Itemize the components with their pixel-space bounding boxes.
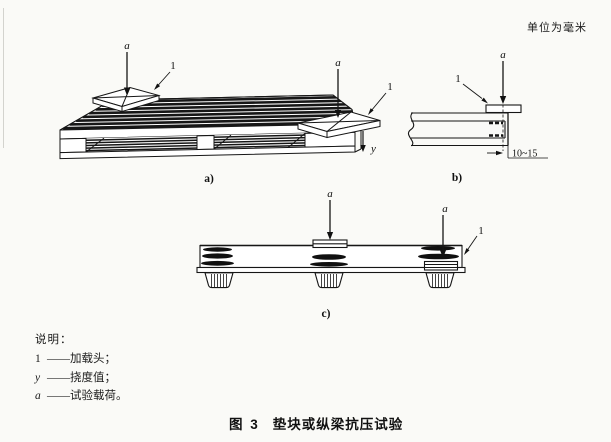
pallet-foot-left — [204, 272, 234, 289]
scan-edge-line — [3, 8, 4, 148]
legend-text: 加载头； — [70, 353, 116, 365]
label-deflection-y: y — [370, 143, 376, 155]
load-arrow-right — [334, 69, 342, 118]
loading-plate-left — [91, 86, 161, 113]
label-load-a-left: a — [124, 40, 130, 52]
figure-number: 图 3 — [229, 417, 260, 432]
subfigure-a-pallet-isometric — [59, 52, 387, 160]
loading-plate-section — [485, 104, 522, 114]
label-head-1-left: 1 — [170, 60, 176, 72]
load-arrow-end — [439, 215, 447, 258]
label-load-a-center: a — [327, 188, 333, 200]
pallet-foot-center — [314, 272, 344, 289]
label-head-1-right: 1 — [387, 81, 393, 93]
legend-symbol: 1 — [35, 353, 41, 365]
block-right-edge — [287, 133, 306, 148]
label-load-a-end: a — [442, 203, 448, 215]
figure-title: 垫块或纵梁抗压试验 — [272, 417, 404, 432]
label-load-a-section: a — [500, 49, 506, 61]
block-stack-center — [310, 254, 348, 267]
legend-item-deflection: y ——挠度值； — [35, 372, 128, 385]
legend-text: 试验载荷。 — [70, 390, 128, 402]
legend-separator: —— — [47, 371, 70, 384]
pallet-block-center — [196, 134, 215, 151]
subfigure-b-section — [407, 61, 548, 159]
legend-item-head: 1 ——加载头； — [35, 353, 128, 366]
subfigure-c-elevation — [196, 200, 478, 289]
subfigure-c-tag: c) — [322, 308, 331, 320]
pallet-block-left — [59, 137, 87, 154]
legend-symbol: a — [35, 390, 41, 402]
figure-3-diagram: a 1 a 1 y a) — [59, 40, 548, 320]
pallet-foot-right — [425, 272, 455, 289]
label-head-1-elevation: 1 — [478, 225, 484, 237]
top-deck-board-section — [411, 112, 508, 122]
block-stack-left — [201, 247, 234, 266]
block-center-edge — [213, 134, 232, 150]
loading-plate-right — [297, 111, 381, 139]
fastening-marks — [489, 121, 503, 137]
load-arrow-center — [326, 200, 334, 240]
label-load-a-right: a — [335, 57, 341, 69]
legend-text: 挠度值； — [70, 371, 116, 384]
dimension-10-15 — [487, 145, 548, 159]
load-arrow-left — [123, 52, 131, 96]
leader-head-section — [462, 83, 488, 104]
figure-caption: 图 3 垫块或纵梁抗压试验 — [229, 413, 403, 433]
leader-head-left — [154, 71, 171, 90]
dimension-text: 10~15 — [512, 149, 537, 160]
break-line — [407, 112, 415, 147]
label-head-1-section: 1 — [455, 73, 461, 85]
legend-item-load: a ——试验载荷。 — [35, 390, 128, 403]
block-stack-right — [418, 246, 459, 260]
legend-symbol: y — [35, 371, 41, 384]
subfigure-b-tag: b) — [452, 172, 462, 184]
block-left-edge — [85, 137, 105, 153]
leader-head-right — [368, 92, 387, 115]
legend: 说明： 1——加载头； y——挠度值； a——试验载荷。 — [35, 334, 128, 409]
loading-plate-under-deck — [423, 260, 459, 271]
load-arrow-section — [499, 61, 507, 104]
bottom-deck-board-section — [411, 137, 508, 147]
subfigure-a-tag: a) — [204, 173, 214, 185]
legend-title: 说明： — [35, 334, 73, 346]
leader-head-elevation — [464, 235, 478, 255]
legend-separator: —— — [47, 353, 70, 365]
deflection-arrow — [360, 131, 366, 152]
unit-note: 单位为毫米 — [527, 22, 587, 34]
legend-separator: —— — [47, 390, 70, 402]
